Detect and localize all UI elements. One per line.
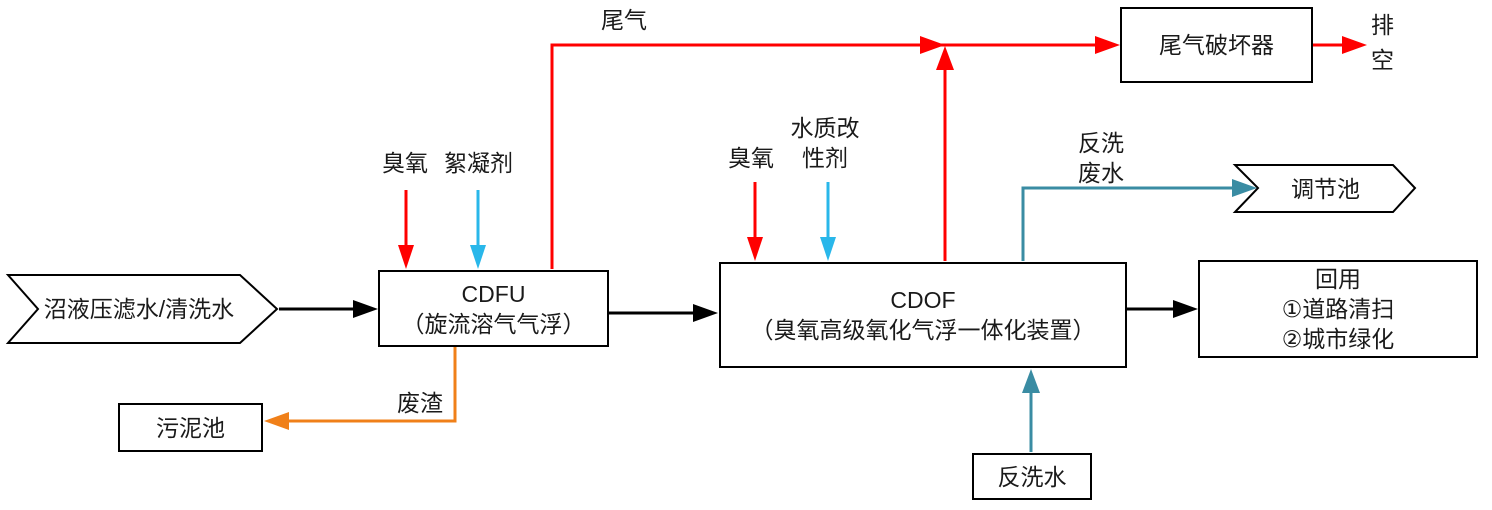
cdof-to-reuse-arrowhead <box>1173 300 1198 318</box>
ozone-arrow-cdof <box>747 182 763 261</box>
backwash-wastewater-arrowhead <box>1232 179 1257 197</box>
waste-residue-arrowhead <box>264 412 289 430</box>
tail-gas-line <box>550 36 1120 269</box>
cdof-desc: （臭氧高级氧化气浮一体化装置） <box>750 317 1096 343</box>
reuse-box: 回用 ①道路清扫 ②城市绿化 <box>1198 260 1478 358</box>
cdof-to-reuse-arrow <box>1127 300 1198 318</box>
ozone-cdof-arrowhead <box>747 237 763 261</box>
cdof-box: CDOF （臭氧高级氧化气浮一体化装置） <box>719 262 1127 368</box>
flocculant-label: 絮凝剂 <box>444 150 513 176</box>
regulating-tank-label: 调节池 <box>1291 175 1360 202</box>
sludge-tank-label: 污泥池 <box>156 414 225 441</box>
vent-out-arrow <box>1313 36 1367 54</box>
input-node-label: 沼液压滤水/清洗水 <box>43 296 235 322</box>
vent-out-arrowhead <box>1342 36 1367 54</box>
cdof-vent-arrowhead <box>936 46 954 70</box>
backwash-water-arrow <box>1022 369 1040 452</box>
modifier-arrowhead <box>820 237 836 261</box>
tail-gas-destructor-label: 尾气破坏器 <box>1159 32 1274 58</box>
reuse-item-road-cleaning: ①道路清扫 <box>1281 296 1395 322</box>
cdof-vent-line <box>936 46 954 261</box>
flocculant-arrowhead <box>470 245 486 269</box>
backwash-water-arrowhead <box>1022 369 1040 393</box>
waste-residue-line <box>264 347 457 430</box>
ozone-cdfu-label: 臭氧 <box>382 150 428 176</box>
modifier-arrow <box>820 182 836 261</box>
sludge-tank-box: 污泥池 <box>118 403 263 452</box>
input-chevron-shape <box>5 274 279 344</box>
reuse-title: 回用 <box>1315 266 1361 292</box>
tail-gas-end-arrowhead <box>1095 36 1120 54</box>
influent-arrowhead <box>353 300 378 318</box>
ozone-arrow-cdfu <box>398 190 414 269</box>
vent-label: 排空 <box>1371 12 1394 73</box>
ozone-cdof-label: 臭氧 <box>728 145 774 171</box>
reuse-item-urban-greening: ②城市绿化 <box>1281 326 1395 352</box>
cdfu-box: CDFU （旋流溶气气浮） <box>378 270 609 347</box>
cdfu-name: CDFU <box>461 280 526 307</box>
cdfu-to-cdof-arrowhead <box>693 304 718 322</box>
tail-gas-merge-arrowhead <box>920 36 945 54</box>
backwash-wastewater-line <box>1021 179 1257 261</box>
ozone-cdfu-arrowhead <box>398 245 414 269</box>
backwash-water-box: 反洗水 <box>972 453 1092 500</box>
tail-gas-destructor-box: 尾气破坏器 <box>1120 7 1313 83</box>
cdfu-desc: （旋流溶气气浮） <box>401 310 586 337</box>
regulating-tank-chevron-shape <box>1232 164 1417 213</box>
backwash-water-label: 反洗水 <box>997 463 1067 490</box>
cdfu-to-cdof-arrow <box>609 304 718 322</box>
tail-gas-label: 尾气 <box>601 7 647 33</box>
flocculant-arrow <box>470 190 486 269</box>
backwash-wastewater-label: 反洗废水 <box>1078 130 1124 186</box>
cdof-name: CDOF <box>890 287 956 313</box>
water-quality-modifier-label: 水质改性剂 <box>790 115 860 171</box>
waste-residue-label: 废渣 <box>397 390 443 416</box>
influent-arrow <box>279 300 378 318</box>
